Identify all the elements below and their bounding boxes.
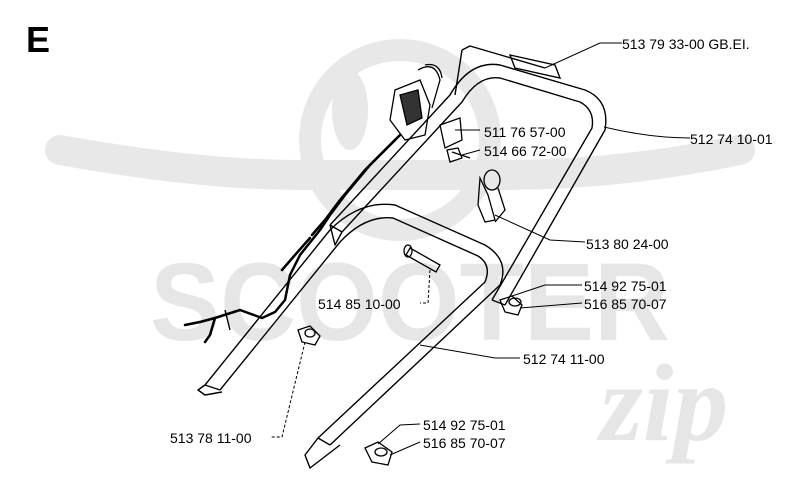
part-number-washer-lower: 516 85 70-07 <box>423 435 506 451</box>
handle-clip <box>477 169 506 223</box>
watermark-logo <box>45 39 755 241</box>
knob-left <box>297 325 321 346</box>
knob-upper <box>499 295 523 316</box>
watermark-script: zip <box>596 342 728 464</box>
part-number-washer-upper: 516 85 70-07 <box>584 296 667 312</box>
cable <box>183 133 402 344</box>
part-number-knob-lower: 514 92 75-01 <box>423 417 506 433</box>
part-number-screw: 514 66 72-00 <box>484 143 567 159</box>
part-number-bracket: 511 76 57-00 <box>484 124 566 140</box>
part-number-lower-handle: 512 74 11-00 <box>523 351 605 367</box>
bolt <box>403 244 441 273</box>
label-plate <box>508 54 562 79</box>
bracket <box>439 117 471 163</box>
part-number-knob-upper: 514 92 75-01 <box>584 278 667 294</box>
watermark-brand: SCOOTER <box>150 241 670 364</box>
knob-lower <box>364 441 393 466</box>
lower-handle <box>197 203 504 469</box>
part-number-handle-clip: 513 80 24-00 <box>586 236 669 252</box>
part-number-label-plate: 513 79 33-00 GB.EI. <box>622 36 750 52</box>
leader-lines <box>270 42 691 456</box>
part-number-knob-left: 513 78 11-00 <box>170 430 252 446</box>
part-number-bolt: 514 85 10-00 <box>318 296 401 312</box>
section-letter: E <box>26 19 51 60</box>
control-box <box>389 63 443 141</box>
upper-handle <box>329 45 607 306</box>
part-number-upper-handle: 512 74 10-01 <box>690 131 773 147</box>
